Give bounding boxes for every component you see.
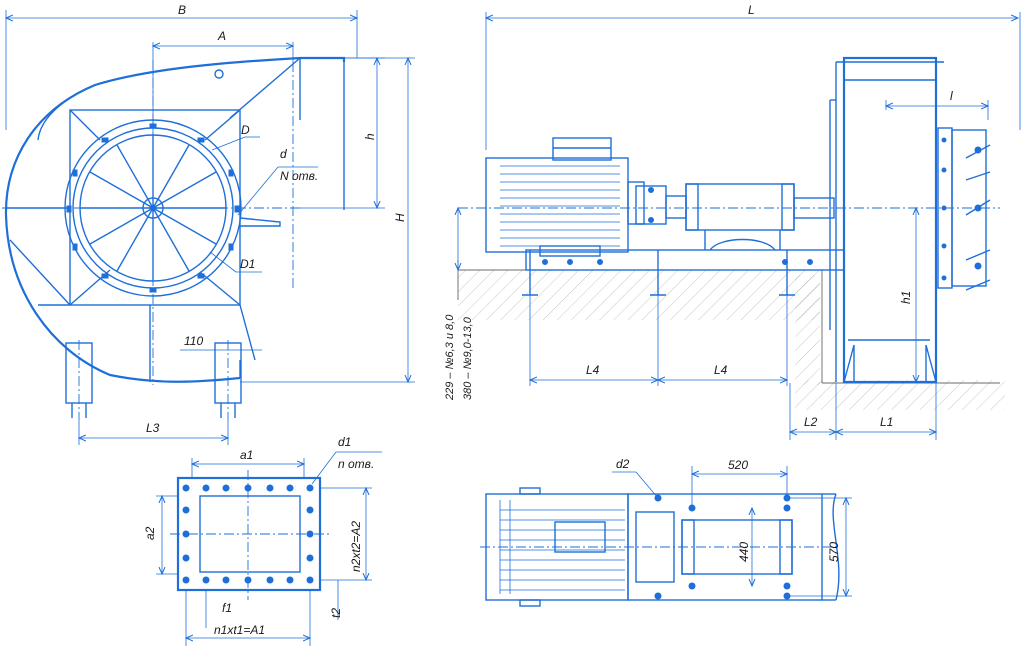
label-h1: h1	[899, 291, 913, 304]
label-sizes-1: 229 – №6,3 и 8,0	[444, 314, 456, 401]
terminal-box	[552, 137, 612, 161]
base-frame	[525, 249, 845, 271]
dim-L2-L1: L2 L1	[790, 383, 936, 440]
dim-H: H	[240, 58, 415, 382]
label-L: L	[748, 3, 755, 17]
label-h: h	[363, 133, 377, 140]
electric-motor	[485, 137, 645, 257]
plan-view: d2 520 440 570	[480, 457, 852, 607]
label-L1: L1	[880, 415, 893, 429]
dim-l-small: l	[886, 89, 988, 120]
fan-housing-side	[829, 56, 944, 384]
label-440: 440	[737, 542, 751, 562]
label-520: 520	[728, 458, 748, 472]
dim-h1: h1	[899, 208, 916, 382]
label-d: d	[280, 147, 287, 161]
front-view: B A	[2, 3, 415, 445]
label-f1: f1	[222, 601, 232, 615]
flange-holes	[182, 484, 314, 584]
label-n-otv: n отв.	[338, 457, 374, 471]
side-view: L	[444, 3, 1021, 440]
label-d2: d2	[616, 457, 630, 471]
dim-h: h	[300, 58, 385, 208]
dim-L: L	[486, 3, 1021, 150]
label-D: D	[241, 123, 250, 137]
label-a2: a2	[143, 526, 157, 540]
label-H: H	[393, 213, 407, 222]
label-t2: t2	[329, 608, 343, 618]
label-L4-a: L4	[586, 363, 600, 377]
label-L4-b: L4	[714, 363, 728, 377]
label-110: 110	[184, 334, 203, 348]
label-570: 570	[827, 542, 841, 562]
dim-A: A	[153, 29, 293, 210]
label-A: A	[217, 29, 226, 43]
dim-L4: L4 L4	[530, 295, 787, 386]
label-L2: L2	[804, 415, 818, 429]
dim-base-height: 229 – №6,3 и 8,0 380 – №9,0-13,0	[444, 208, 474, 401]
dim-110: 110	[180, 334, 262, 351]
leaders-front: D d N отв. D1	[209, 123, 318, 273]
label-l-small: l	[950, 89, 953, 103]
label-B: B	[178, 3, 186, 17]
housing-feet	[65, 340, 242, 420]
flange-view: a1 d1 n отв. a2 n2xt2=A2 t2 f1 n1xt1=A1	[143, 435, 382, 646]
dim-L3: L3	[79, 420, 228, 445]
bearing-housing	[685, 183, 835, 251]
label-d1: d1	[338, 435, 351, 449]
inlet-damper	[937, 127, 991, 291]
label-n1t1: n1xt1=A1	[214, 623, 265, 637]
dim-B: B	[6, 3, 357, 130]
label-sizes-2: 380 – №9,0-13,0	[462, 316, 474, 400]
label-N-otv: N отв.	[280, 169, 318, 183]
label-D1: D1	[240, 257, 255, 271]
label-n2t2: n2xt2=A2	[349, 521, 363, 572]
outlet-duct	[229, 57, 345, 210]
label-a1: a1	[240, 448, 253, 462]
label-L3: L3	[146, 421, 160, 435]
